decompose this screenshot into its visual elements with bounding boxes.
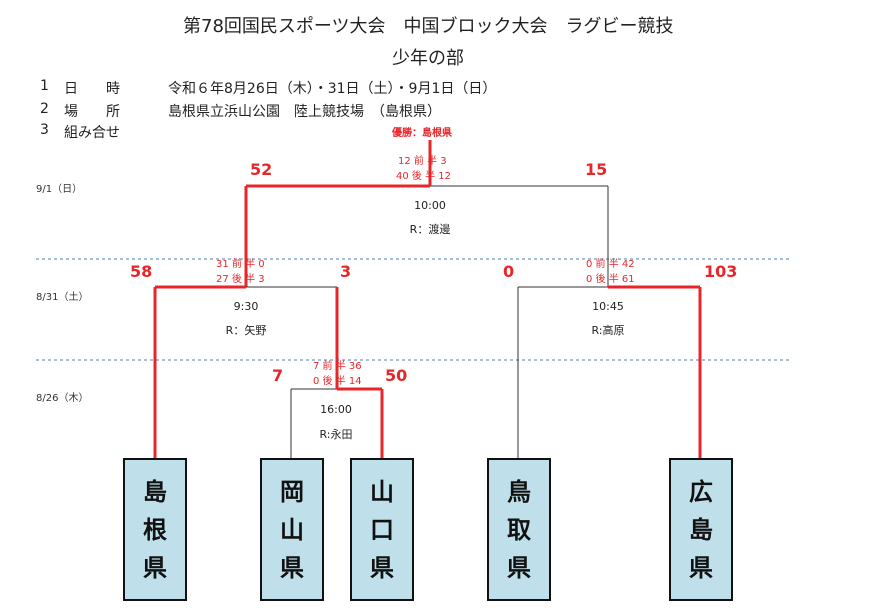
team-char: 広 (689, 477, 713, 506)
final-right-score: 15 (585, 160, 608, 179)
semi-right-first-half: 0 前 半 42 (586, 259, 635, 270)
semi-right-time: 10:45 (592, 300, 624, 313)
team-okayama: 岡 山 県 (260, 458, 324, 601)
first-round-time: 16:00 (320, 403, 352, 416)
semi-right-second-half: 0 後 半 61 (586, 274, 635, 285)
team-char: 根 (143, 515, 167, 544)
info-label: 日 時 (64, 81, 120, 97)
first-round-right-score: 50 (385, 366, 408, 385)
team-char: 島 (689, 515, 713, 544)
semi-left-second-half: 27 後 半 3 (216, 274, 265, 285)
page-title: 第78回国民スポーツ大会 中国ブロック大会 ラグビー競技 (183, 16, 674, 37)
semi-right-left-score: 0 (503, 262, 515, 281)
first-round-left-score: 7 (272, 366, 284, 385)
round-date: 8/31（土） (36, 292, 89, 303)
semi-right-referee: R:高原 (591, 324, 625, 337)
final-referee: R：渡邊 (409, 223, 451, 236)
semi-left-referee: R：矢野 (225, 324, 267, 337)
team-char: 取 (507, 515, 531, 544)
info-num: 1 (40, 78, 49, 94)
semi-left-left-score: 58 (130, 262, 153, 281)
team-char: 岡 (280, 477, 304, 506)
info-value: 令和６年8月26日（木）・31日（土）・9月1日（日） (168, 81, 497, 97)
team-char: 県 (370, 553, 394, 582)
round-date: 8/26（木） (36, 393, 89, 404)
first-round-first-half: 7 前 半 36 (313, 361, 362, 372)
semi-left-time: 9:30 (233, 300, 259, 313)
page-subtitle: 少年の部 (392, 48, 464, 69)
info-label: 場 所 (64, 104, 120, 120)
team-shimane: 島 根 県 (123, 458, 187, 601)
info-num: 2 (40, 101, 49, 117)
final-first-half: 12 前 半 3 (398, 156, 447, 167)
final-left-score: 52 (250, 160, 273, 179)
team-yamaguchi: 山 口 県 (350, 458, 414, 601)
team-char: 山 (280, 515, 304, 544)
team-hiroshima: 広 島 県 (669, 458, 733, 601)
first-round-second-half: 0 後 半 14 (313, 376, 362, 387)
round-date: 9/1（日） (36, 184, 83, 195)
team-char: 山 (370, 477, 394, 506)
team-tottori: 鳥 取 県 (487, 458, 551, 601)
team-char: 口 (370, 515, 394, 544)
info-label: 組み合せ (64, 125, 120, 141)
semi-right-right-score: 103 (704, 262, 738, 281)
team-char: 県 (507, 553, 531, 582)
final-time: 10:00 (414, 199, 446, 212)
team-char: 島 (143, 477, 167, 506)
info-num: 3 (40, 122, 49, 138)
final-second-half: 40 後 半 12 (396, 171, 451, 182)
team-char: 県 (280, 553, 304, 582)
team-char: 鳥 (507, 477, 531, 506)
semi-left-first-half: 31 前 半 0 (216, 259, 265, 270)
info-value: 島根県立浜山公園 陸上競技場 （島根県） (168, 104, 441, 120)
team-char: 県 (143, 553, 167, 582)
winner-label: 優勝：島根県 (392, 128, 452, 139)
team-char: 県 (689, 553, 713, 582)
first-round-referee: R:永田 (319, 428, 353, 441)
semi-left-right-score: 3 (340, 262, 352, 281)
